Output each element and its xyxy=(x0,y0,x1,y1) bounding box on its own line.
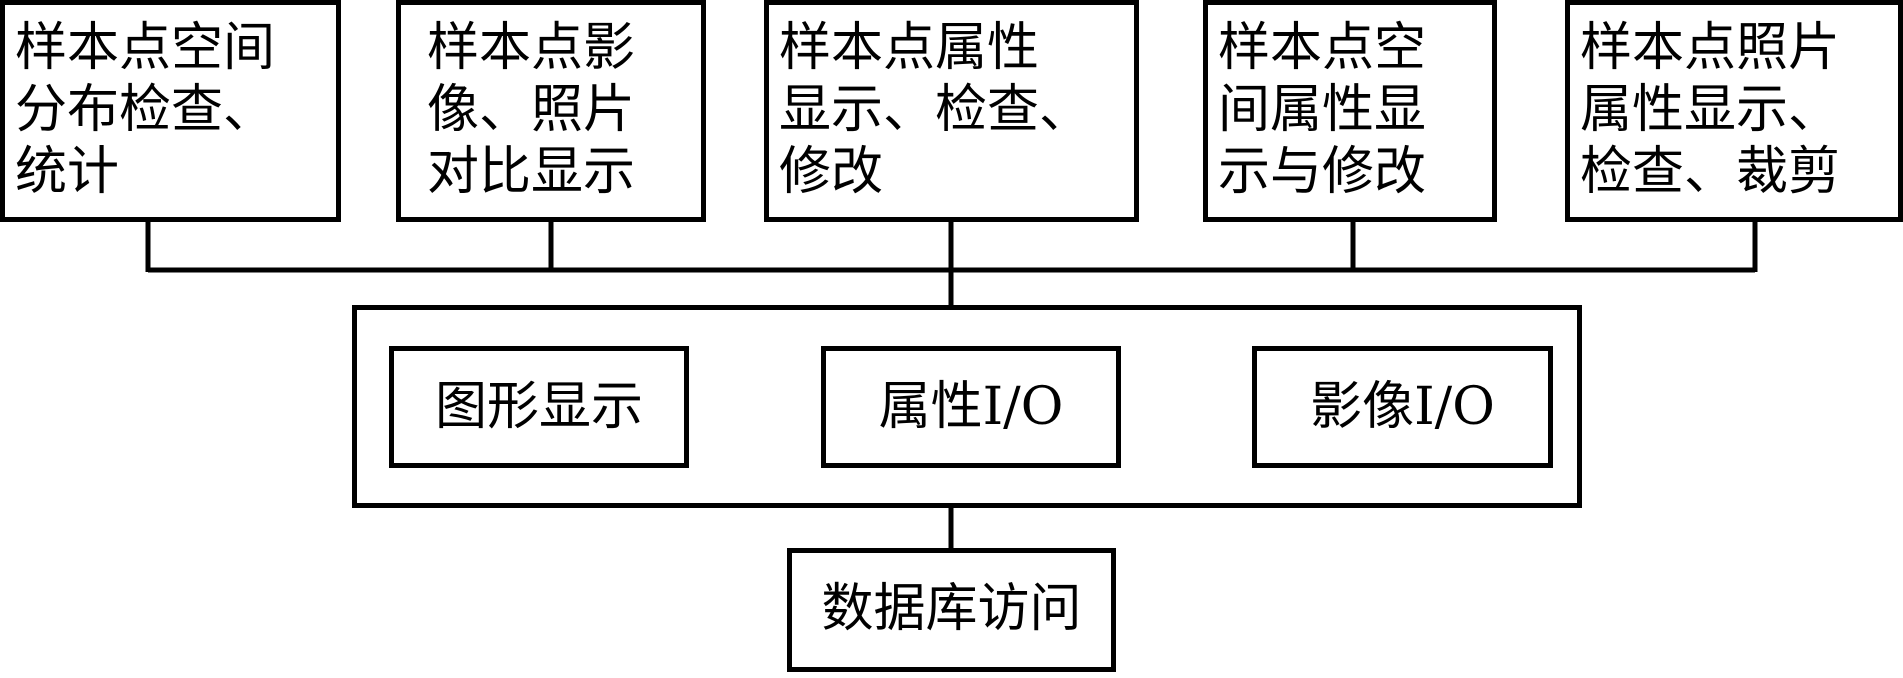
module-box-photo-attribute-crop: 样本点照片 属性显示、 检查、裁剪 xyxy=(1565,0,1903,222)
module-box-image-photo-compare: 样本点影 像、照片 对比显示 xyxy=(396,0,706,222)
module-box-spatial-attribute-edit: 样本点空 间属性显 示与修改 xyxy=(1203,0,1497,222)
database-access-box: 数据库访问 xyxy=(787,548,1116,672)
core-components-frame xyxy=(352,305,1582,508)
component-box-graphic-display: 图形显示 xyxy=(389,346,689,468)
component-box-attribute-io: 属性I/O xyxy=(821,346,1121,468)
component-box-image-io: 影像I/O xyxy=(1252,346,1553,468)
module-box-attribute-edit: 样本点属性 显示、检查、 修改 xyxy=(764,0,1139,222)
module-box-spatial-distribution: 样本点空间 分布检查、 统计 xyxy=(0,0,341,222)
